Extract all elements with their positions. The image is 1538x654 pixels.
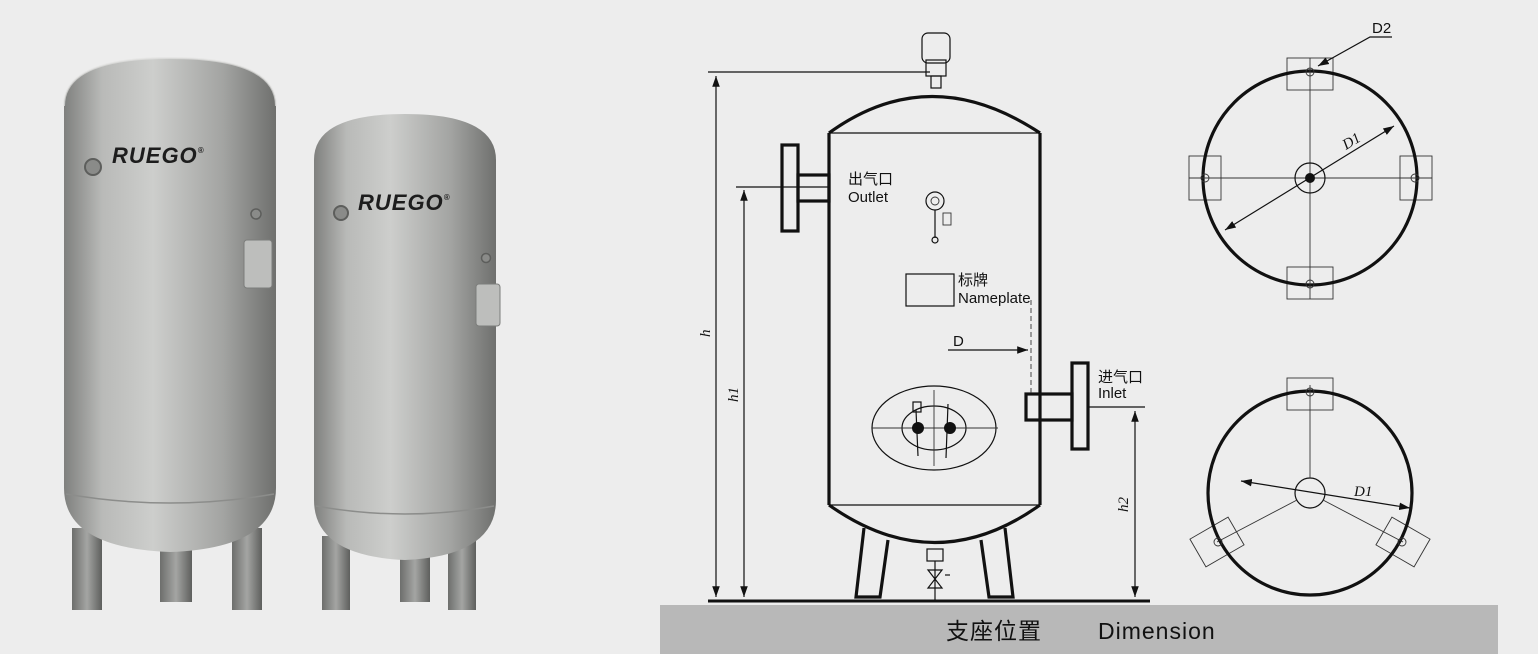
- banner-title-en: Dimension: [1098, 618, 1216, 644]
- nameplate-label-en: Nameplate: [958, 290, 1031, 307]
- manhole-icon: [871, 385, 998, 471]
- dimension-D1-bottom-arrow: [1240, 478, 1411, 511]
- small-tank-port-icon: [333, 205, 349, 221]
- safety-valve-icon: [921, 32, 951, 89]
- small-tank-shell: [314, 114, 496, 560]
- nameplate-label-cn: 标牌: [958, 272, 988, 289]
- large-tank: RUEGO®: [63, 56, 277, 610]
- dimension-D2-label: D2: [1372, 20, 1391, 37]
- inlet-label-cn: 进气口: [1098, 369, 1143, 386]
- dimension-h1-label: h1: [726, 387, 742, 402]
- dimension-D1-bottom-label: D1: [1353, 484, 1372, 500]
- elevation-drawing: D h h1 h2 出气口 Outlet 标牌 Nameplate 进气口 In…: [698, 32, 1145, 600]
- dimension-D-label: D: [953, 333, 964, 350]
- small-tank-nameplate-bracket: [475, 283, 501, 327]
- large-tank-shell: [64, 58, 276, 552]
- large-tank-port-icon: [84, 158, 102, 176]
- drain-valve-icon: [926, 548, 950, 600]
- small-tank-logo: RUEGO®: [358, 190, 451, 215]
- tank-outline: [827, 94, 1042, 545]
- large-tank-nameplate-bracket: [243, 239, 273, 289]
- dimension-banner: 支座位置 Dimension: [660, 599, 1498, 654]
- dimension-D1-top-arrow: [1224, 125, 1395, 231]
- large-tank-leg-left: [72, 528, 102, 610]
- small-tank-leg-left: [322, 536, 350, 610]
- top-view-four-supports: D1 D2: [1188, 20, 1433, 300]
- inlet-label-en: Inlet: [1098, 385, 1127, 402]
- pressure-gauge-icon: [925, 191, 952, 244]
- outlet-flange-icon: [780, 143, 831, 233]
- support-legs: [854, 527, 1015, 599]
- banner-title-cn: 支座位置: [946, 618, 1042, 644]
- inlet-flange-icon: [1024, 361, 1090, 451]
- large-tank-logo: RUEGO®: [112, 143, 205, 168]
- dimension-h-label: h: [698, 330, 714, 338]
- outlet-label-en: Outlet: [848, 189, 889, 206]
- nameplate-box: [905, 273, 955, 307]
- large-tank-leg-right: [232, 528, 262, 610]
- outlet-label-cn: 出气口: [848, 171, 893, 188]
- dimension-h2-label: h2: [1116, 497, 1132, 513]
- top-view-three-supports: D1: [1189, 377, 1431, 597]
- dimension-D1-top-label: D1: [1339, 130, 1364, 154]
- small-tank: RUEGO®: [314, 114, 501, 610]
